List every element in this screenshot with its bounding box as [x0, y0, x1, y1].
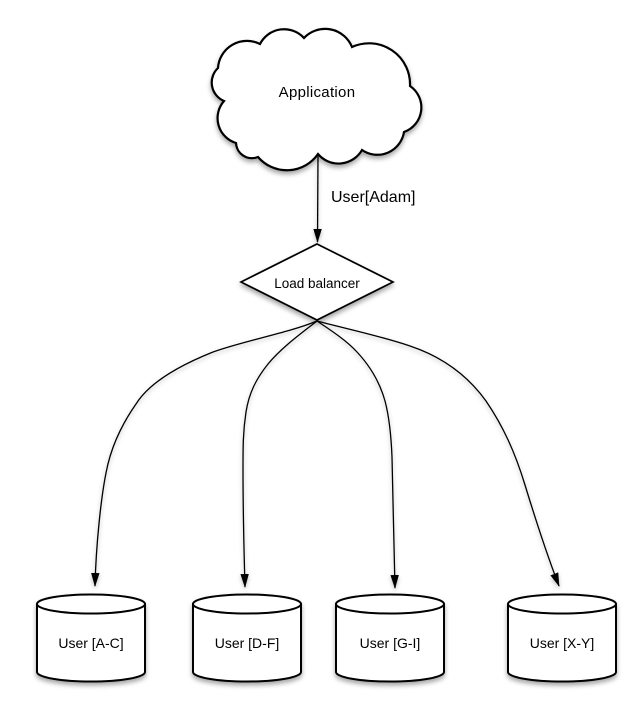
labels-layer: Application User[Adam] Load balancer Use…	[58, 84, 594, 651]
shard-cylinder-1	[36, 593, 146, 683]
edge-label-user-adam: User[Adam]	[331, 189, 415, 206]
loadbalancer-to-shard1-arrow	[91, 320, 318, 587]
application-cloud-node	[210, 27, 423, 172]
cylinder-top	[335, 593, 445, 615]
load-balancer-diamond-node	[239, 243, 395, 321]
loadbalancer-to-shard3-arrow	[316, 320, 399, 589]
cylinder-body	[36, 604, 146, 683]
application-label: Application	[279, 84, 356, 101]
cylinder-top	[192, 593, 302, 615]
app-to-loadbalancer-arrow	[313, 154, 322, 243]
cylinder-body	[507, 604, 617, 683]
load-balancer-label: Load balancer	[274, 276, 360, 291]
shard-cylinder-2	[192, 593, 302, 683]
shard-cylinder-3	[335, 593, 445, 683]
shard-cylinder-4	[507, 593, 617, 683]
loadbalancer-to-shard2-arrow	[240, 320, 318, 588]
edges-layer	[91, 154, 560, 589]
nodes-layer	[36, 27, 617, 683]
shard2-label: User [D-F]	[215, 635, 280, 651]
cylinder-top	[507, 593, 617, 615]
cylinder-body	[192, 604, 302, 683]
shard1-label: User [A-C]	[58, 635, 123, 651]
shard3-label: User [G-I]	[360, 635, 421, 651]
cylinder-top	[36, 593, 146, 615]
loadbalancer-to-shard4-arrow	[316, 320, 560, 587]
cylinder-body	[335, 604, 445, 683]
shard4-label: User [X-Y]	[530, 635, 595, 651]
